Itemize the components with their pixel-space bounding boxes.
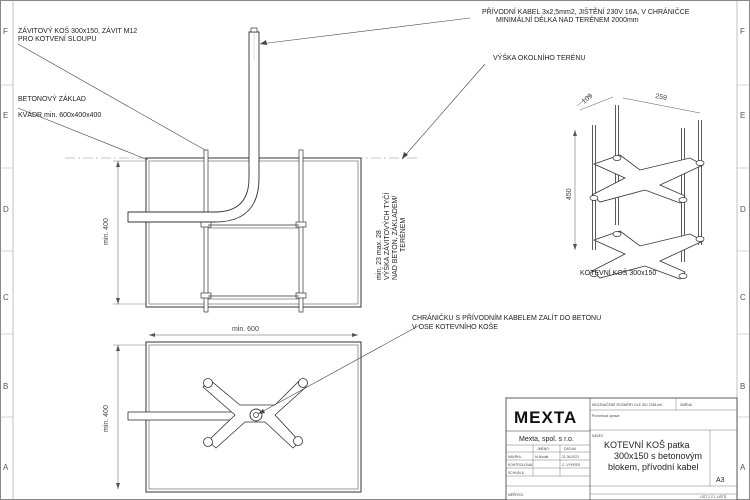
- zone-letter-left-d: D: [3, 205, 9, 214]
- tb-scale-label: MĚŘÍTKO: [508, 492, 524, 497]
- zone-letter-left-c: C: [3, 293, 9, 302]
- note-rods-line2: VÝŠKA ZÁVITOVÝCH TYČÍ: [382, 193, 391, 280]
- dim-top-width: min. 600: [232, 326, 259, 333]
- zone-letter-left-e: E: [3, 111, 8, 120]
- zone-letter-left-a: A: [3, 463, 9, 472]
- zone-letter-left-f: F: [3, 27, 8, 36]
- conduit-tube: [127, 31, 260, 223]
- note-rods-line3: NAD BETON, ZÁKLADEM/: [390, 196, 399, 280]
- note-base-line2: KVÁDR min. 600x400x400: [18, 110, 101, 119]
- tb-row-checked: KONTROLOVAL: [508, 463, 533, 467]
- side-section-view: [65, 27, 420, 313]
- top-plan-view: [113, 333, 362, 493]
- leader-arrow-cable: [260, 40, 267, 45]
- dim-top-height: min. 400: [103, 405, 110, 432]
- tb-row-author: NAVRHL: [508, 455, 522, 459]
- tb-checked-value: C. VÝKRES: [562, 463, 581, 467]
- tb-change-label: ZMĚNA: [680, 402, 693, 407]
- zone-letter-left-b: B: [3, 382, 8, 391]
- note-cable-line2: MINIMÁLNÍ DÉLKA NAD TERÉNEM 2000mm: [496, 15, 639, 24]
- note-conduit-line2: V OSE KOTEVNÍHO KOŠE: [412, 322, 498, 331]
- note-terrain: VÝŠKA OKOLNÍHO TERÉNU: [493, 53, 585, 62]
- note-rods-line4: TERÉNEM: [398, 218, 407, 252]
- tb-tolerance-note: NEOZNAČENÉ ROZMĚRY DLE ISO 2768-mK: [592, 402, 663, 407]
- drawing-title-line3: blokem, přívodní kabel: [608, 462, 699, 472]
- tb-author-value: M.Novák: [535, 455, 549, 459]
- tb-author-date: 21.06.2021: [562, 455, 579, 459]
- iso-caption: KOTEVNÍ KOŠ 300x150: [580, 268, 656, 277]
- zone-letter-right-b: B: [740, 382, 745, 391]
- zone-letter-right-a: A: [740, 463, 746, 472]
- zone-letter-right-c: C: [740, 293, 746, 302]
- company-name: Mexta, spol. s r.o.: [519, 436, 574, 443]
- tb-surface-treatment: Povrchová úprava: [592, 414, 619, 418]
- tb-sheet-count: LIST 1 Z 1 LISTŮ: [700, 494, 727, 499]
- zone-letter-right-d: D: [740, 205, 746, 214]
- leader-lines: [17, 17, 486, 415]
- company-logo: MEXTA: [514, 408, 577, 427]
- zone-ticks: [0, 84, 750, 418]
- note-basket-line1: ZÁVITOVÝ KOŠ 300x150, ZÁVIT M12: [18, 26, 137, 35]
- dim-iso-450: 450: [566, 188, 573, 200]
- tb-col-name: JMÉNO: [537, 446, 549, 451]
- tb-row-approved: SCHVÁLIL: [508, 471, 525, 475]
- dim-side-height: min. 400: [103, 218, 110, 245]
- note-rods: min. 23 max. 28 VÝŠKA ZÁVITOVÝCH TYČÍ NA…: [376, 193, 407, 280]
- leader-arrow-conduit: [258, 409, 265, 414]
- tb-name-label: NÁZEV: [592, 434, 604, 438]
- note-cable-line1: PŘÍVODNÍ KABEL 3x2,5mm2, JIŠTĚNÍ 230V 16…: [482, 7, 690, 16]
- tb-sheet-format: A3: [716, 477, 725, 484]
- dim-iso-259: 259: [655, 93, 668, 102]
- note-basket-line2: PRO KOTVENÍ SLOUPU: [18, 34, 97, 43]
- leader-arrow-terrain: [402, 152, 408, 159]
- title-block: [505, 397, 738, 500]
- note-conduit-line1: CHRÁNIČKU S PŘÍVODNÍM KABELEM ZALÍT DO B…: [412, 313, 601, 322]
- isometric-basket-view: [573, 94, 705, 280]
- zone-letter-right-f: F: [740, 27, 745, 36]
- drawing-title-line2: 300x150 s betonovým: [614, 451, 702, 461]
- tb-col-date: DATUM: [564, 447, 576, 451]
- note-base-line1: BETONOVÝ ZÁKLAD: [18, 94, 86, 103]
- zone-letter-right-e: E: [740, 111, 745, 120]
- dim-iso-109: 109: [581, 93, 595, 106]
- drawing-title-line1: KOTEVNÍ KOŠ patka: [604, 440, 690, 450]
- note-rods-line1: min. 23 max. 28: [376, 230, 383, 280]
